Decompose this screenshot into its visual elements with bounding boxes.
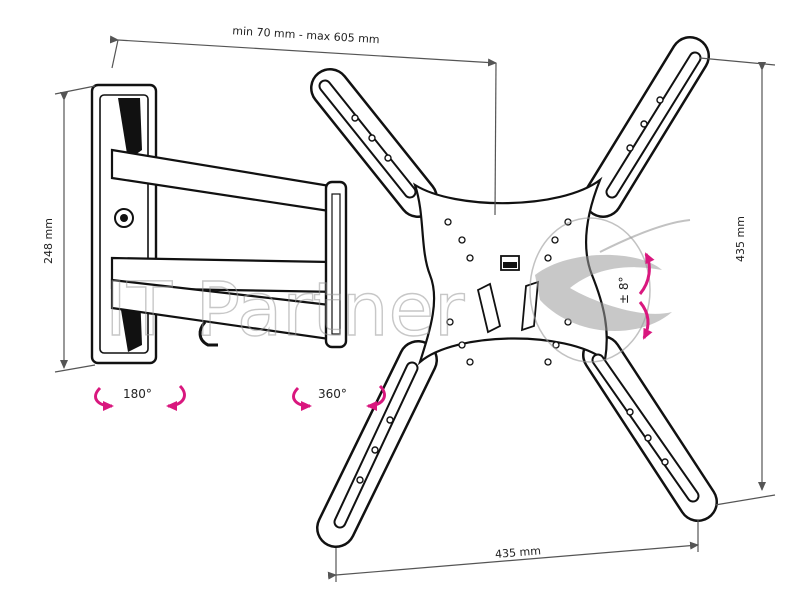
swing-arm bbox=[110, 148, 348, 349]
arm-swivel-label: 360° bbox=[318, 387, 347, 401]
tv-bracket bbox=[310, 36, 718, 548]
tilt-label: ± 8° bbox=[617, 276, 631, 304]
arm-range-label: min 70 mm - max 605 mm bbox=[232, 24, 380, 46]
vesa-width-label: 435 mm bbox=[495, 544, 542, 561]
watermark-text: IT Partner bbox=[105, 267, 465, 353]
wall-swivel-label: 180° bbox=[123, 387, 152, 401]
arm-swivel-indicator: 360° bbox=[292, 384, 386, 411]
wall-plate-height-label: 248 mm bbox=[42, 218, 55, 264]
vesa-height-label: 435 mm bbox=[734, 216, 747, 262]
watermark: IT Partner bbox=[104, 217, 691, 363]
dimension-lines bbox=[54, 35, 776, 582]
tilt-indicator: ± 8° bbox=[617, 252, 655, 340]
wall-swivel-indicator: 180° bbox=[94, 384, 186, 411]
